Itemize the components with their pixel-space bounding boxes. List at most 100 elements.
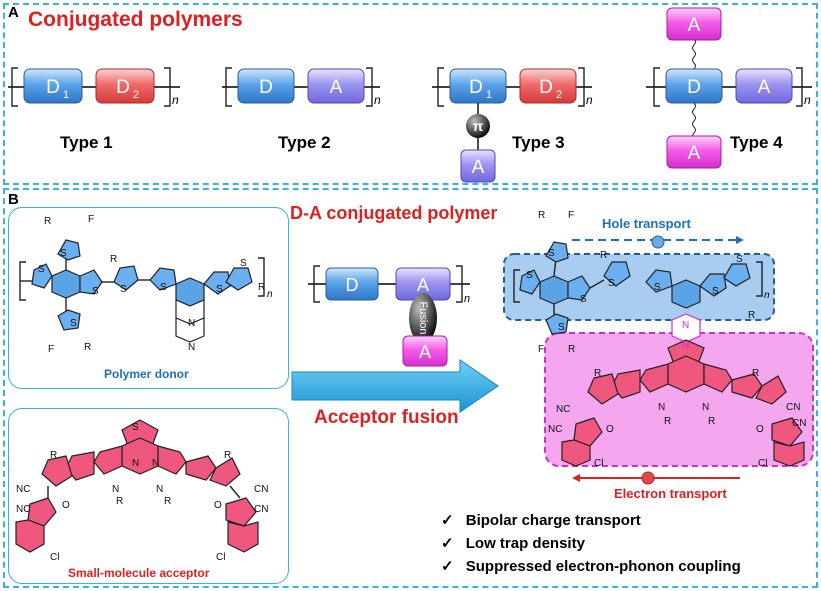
svg-text:CN: CN — [254, 504, 268, 515]
svg-text:n: n — [267, 289, 273, 300]
svg-text:S: S — [160, 282, 167, 293]
acceptor-box — [8, 408, 289, 584]
hole-transport-label: Hole transport — [602, 216, 691, 231]
type1-block2: D — [116, 77, 130, 98]
svg-text:NC: NC — [548, 424, 562, 435]
svg-text:S: S — [38, 264, 45, 275]
svg-text:CN: CN — [792, 418, 806, 429]
svg-text:Fusion: Fusion — [417, 301, 429, 334]
svg-text:CN: CN — [786, 402, 800, 413]
svg-text:F: F — [568, 210, 574, 221]
panel-b-title: D-A conjugated polymer — [290, 203, 498, 223]
svg-text:π: π — [473, 118, 484, 134]
svg-text:R: R — [84, 342, 91, 353]
panel-a-schemes: D 1 D 2 n D A n D 1 D 2 n π A — [8, 7, 812, 183]
svg-text:n: n — [374, 93, 381, 107]
svg-text:S: S — [736, 254, 743, 265]
svg-text:N: N — [132, 458, 139, 469]
svg-text:R: R — [752, 368, 759, 379]
svg-text:S: S — [712, 286, 719, 297]
svg-text:A: A — [472, 157, 485, 178]
svg-text:D: D — [539, 77, 553, 98]
svg-text:N: N — [156, 484, 163, 495]
svg-text:D: D — [346, 275, 359, 295]
svg-text:n: n — [586, 93, 593, 107]
type2-label: Type 2 — [278, 133, 331, 152]
svg-text:R: R — [538, 210, 545, 221]
svg-text:A: A — [758, 77, 771, 98]
svg-text:R: R — [748, 310, 755, 321]
svg-text:N: N — [682, 320, 689, 331]
svg-text:S: S — [580, 294, 587, 305]
type4-label: Type 4 — [730, 133, 783, 152]
svg-text:n: n — [764, 290, 770, 301]
svg-text:A: A — [419, 342, 431, 362]
feature-text: Bipolar charge transport — [465, 512, 641, 529]
acceptor-fusion-arrow — [291, 359, 499, 413]
check-icon: ✓ — [441, 535, 454, 552]
polymer-donor-structure: n S S S S S S S S N N F F R R R R — [19, 214, 273, 355]
svg-text:D: D — [687, 77, 701, 98]
svg-text:2: 2 — [133, 89, 139, 101]
panel-a-letter: A — [8, 4, 19, 21]
electron-transport-label: Electron transport — [614, 486, 727, 501]
acceptor-caption: Small-molecule acceptor — [68, 566, 210, 580]
svg-text:2: 2 — [556, 89, 562, 101]
svg-text:Cl: Cl — [758, 458, 767, 469]
svg-text:F: F — [88, 214, 94, 225]
svg-text:S: S — [60, 248, 67, 259]
svg-text:S: S — [92, 286, 99, 297]
svg-text:F: F — [48, 344, 54, 355]
svg-text:n: n — [172, 93, 179, 107]
polymer-donor-caption: Polymer donor — [104, 367, 189, 381]
check-icon: ✓ — [441, 558, 454, 575]
svg-text:R: R — [164, 496, 171, 507]
svg-text:S: S — [216, 284, 223, 295]
svg-text:R: R — [600, 250, 607, 261]
svg-text:S: S — [548, 248, 555, 259]
svg-text:1: 1 — [63, 89, 69, 101]
svg-text:S: S — [120, 284, 127, 295]
svg-text:Cl: Cl — [594, 458, 603, 469]
panel-b-letter: B — [8, 191, 19, 208]
svg-text:n: n — [804, 93, 811, 107]
svg-text:NC: NC — [16, 504, 30, 515]
svg-text:F: F — [538, 344, 544, 355]
svg-text:N: N — [152, 458, 159, 469]
panel-b — [3, 188, 818, 588]
check-icon: ✓ — [441, 512, 454, 529]
svg-text:A: A — [417, 275, 429, 295]
svg-text:D: D — [259, 77, 273, 98]
da-polymer-structure: n S S S S S S S S N N N N R R R R NC NC … — [503, 210, 814, 485]
svg-text:NC: NC — [556, 404, 570, 415]
svg-text:S: S — [526, 270, 533, 281]
svg-text:S: S — [132, 422, 139, 433]
svg-text:R: R — [664, 416, 671, 427]
svg-text:S: S — [608, 278, 615, 289]
svg-text:O: O — [756, 424, 764, 435]
svg-text:R: R — [110, 254, 117, 265]
svg-text:S: S — [240, 258, 247, 269]
svg-text:n: n — [464, 293, 470, 305]
acceptor-structure: S N N N N R R R R NC NC CN CN O O Cl Cl — [15, 419, 268, 563]
type3-scheme: D 1 D 2 n π A — [432, 67, 593, 183]
svg-text:D: D — [469, 77, 483, 98]
svg-text:R: R — [708, 416, 715, 427]
svg-text:S: S — [558, 322, 565, 333]
type3-label: Type 3 — [512, 133, 565, 152]
type4-scheme: D A n A A — [646, 7, 812, 169]
svg-text:A: A — [688, 15, 701, 36]
svg-text:N: N — [702, 402, 709, 413]
svg-text:R: R — [224, 450, 231, 461]
svg-text:N: N — [658, 402, 665, 413]
panel-a — [3, 3, 818, 185]
acceptor-fusion-label: Acceptor fusion — [314, 407, 459, 428]
svg-text:A: A — [688, 143, 701, 164]
type1-scheme: D 1 D 2 n — [8, 67, 180, 107]
svg-text:N: N — [682, 340, 689, 351]
feature-item-phonon: ✓ Suppressed electron-phonon coupling — [441, 557, 741, 575]
svg-text:A: A — [330, 77, 343, 98]
feature-item-trap: ✓ Low trap density — [441, 534, 585, 552]
type2-scheme: D A n — [222, 67, 381, 107]
